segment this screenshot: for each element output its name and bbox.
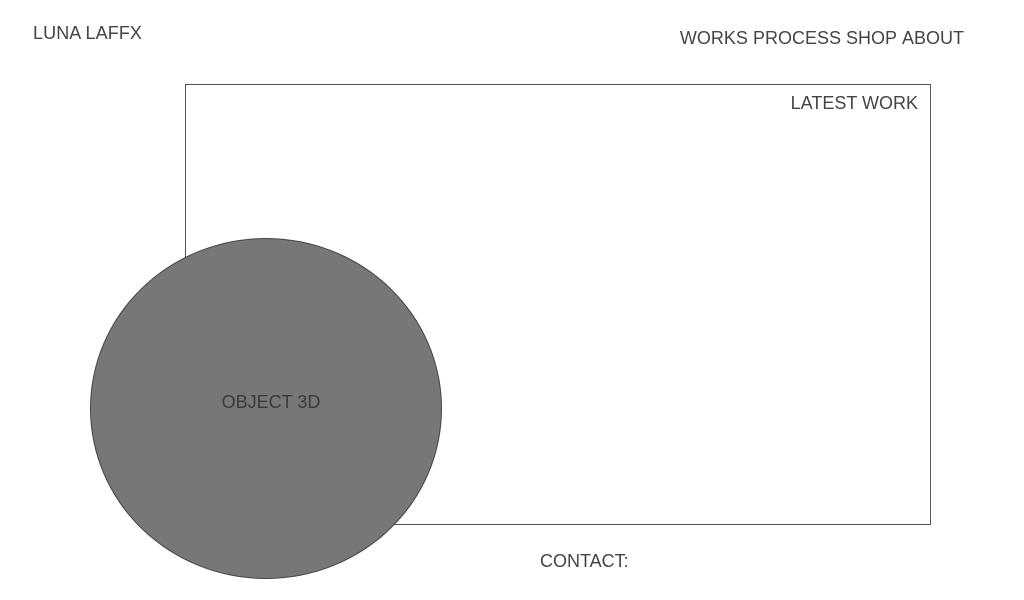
- latest-work-title: LATEST WORK: [790, 93, 918, 113]
- nav-item-about[interactable]: ABOUT: [901, 28, 964, 48]
- object-3d-label: OBJECT 3D: [221, 391, 321, 412]
- site-logo[interactable]: LUNA LAFFX: [33, 23, 143, 43]
- main-nav: WORKS PROCESS SHOP ABOUT: [680, 27, 964, 49]
- object-3d-placeholder[interactable]: OBJECT 3D: [90, 238, 442, 579]
- contact-label: CONTACT:: [540, 551, 629, 571]
- nav-item-process[interactable]: PROCESS: [752, 28, 841, 48]
- nav-item-shop[interactable]: SHOP: [845, 28, 897, 48]
- nav-item-works[interactable]: WORKS: [679, 28, 748, 48]
